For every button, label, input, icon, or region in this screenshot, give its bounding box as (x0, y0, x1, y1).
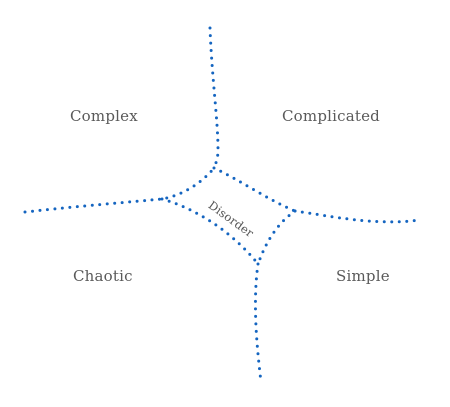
domain-label-complicated: Complicated (282, 107, 380, 125)
disorder-edge-lower-left (160, 197, 260, 266)
boundary-bottom (253, 262, 263, 384)
boundary-top (208, 26, 220, 170)
domain-label-simple: Simple (336, 267, 390, 285)
disorder-edge-upper-right (212, 166, 297, 213)
disorder-edge-lower-right (256, 209, 297, 266)
boundary-right (293, 209, 422, 224)
boundary-left (23, 166, 216, 214)
domain-label-chaotic: Chaotic (73, 267, 133, 285)
domain-label-complex: Complex (70, 107, 138, 125)
